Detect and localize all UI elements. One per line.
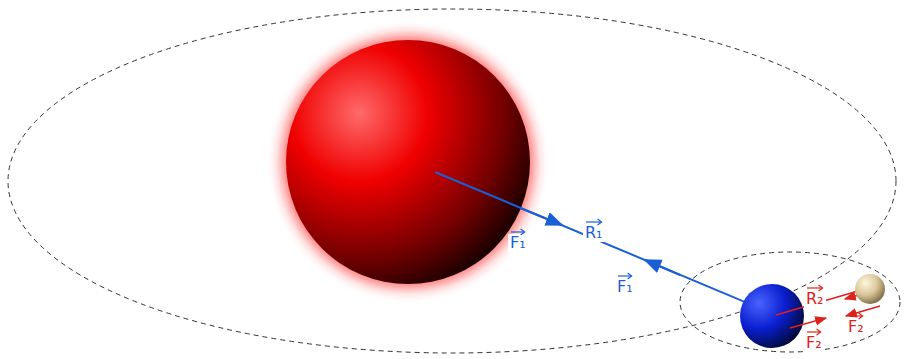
vector-arrow-head <box>817 329 821 335</box>
distance-line <box>435 172 776 315</box>
force-arrow <box>520 208 562 225</box>
star <box>286 40 530 284</box>
vector-arrow-head <box>819 285 823 291</box>
force-arrow <box>645 260 680 275</box>
star-orbit <box>8 9 896 353</box>
vector-arrow <box>617 272 633 279</box>
moon <box>855 274 885 304</box>
force-arrow <box>846 306 880 316</box>
vector-arrow-shaft <box>586 221 602 222</box>
vector-label: F₂ <box>804 334 824 352</box>
vector-label: R₂ <box>804 290 826 308</box>
star-glow <box>282 36 534 288</box>
vector-arrow-shaft <box>618 275 632 276</box>
vector-arrow <box>585 218 603 225</box>
vector-arrow-shaft <box>511 231 525 232</box>
vector-label: F₁ <box>615 278 635 296</box>
vector-arrow-head <box>521 229 525 235</box>
vector-label: F₁ <box>508 234 528 252</box>
vector-arrow-head <box>598 219 602 225</box>
vector-arrow-head <box>859 313 863 319</box>
vector-label: F₂ <box>846 318 866 336</box>
vector-arrow-shaft <box>849 315 863 316</box>
vector-arrow <box>806 328 822 335</box>
vector-arrow <box>806 284 824 291</box>
force-arrow <box>790 318 826 328</box>
vector-arrow-shaft <box>807 331 821 332</box>
vector-label: R₁ <box>583 224 605 242</box>
vector-arrow <box>510 228 526 235</box>
distance-line <box>776 291 858 315</box>
moon-orbit <box>680 252 900 352</box>
vector-arrow-shaft <box>807 287 823 288</box>
vector-arrow <box>848 312 864 319</box>
vector-arrow-head <box>628 273 632 279</box>
planet <box>740 284 804 348</box>
